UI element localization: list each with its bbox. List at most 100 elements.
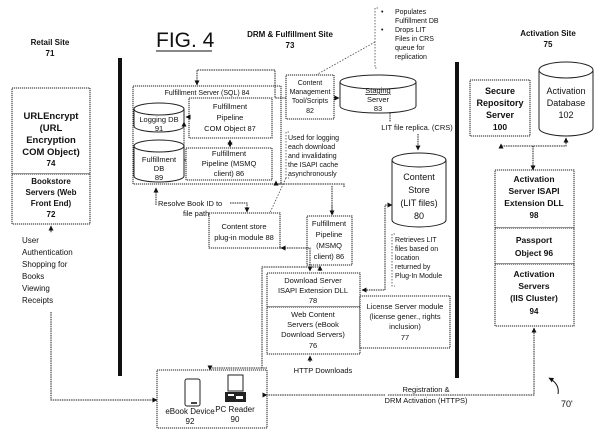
activation-registration-line bbox=[388, 327, 537, 396]
http-downloads-label: HTTP Downloads bbox=[294, 366, 353, 375]
svg-text:91: 91 bbox=[155, 124, 163, 133]
reference-label: 70' bbox=[561, 399, 573, 409]
svg-text:Activation: Activation bbox=[546, 86, 585, 96]
activation-site-header: Activation Site 75 bbox=[520, 29, 576, 49]
registration-label: Registration & DRM Activation (HTTPS) bbox=[385, 385, 468, 405]
svg-text:eBook Device: eBook Device bbox=[165, 407, 215, 416]
svg-text:file path: file path bbox=[183, 209, 209, 218]
svg-text:Download Server: Download Server bbox=[284, 276, 342, 285]
svg-text:Tool/Scripts: Tool/Scripts bbox=[292, 98, 329, 105]
fulfillment-pipeline-com-object: Fulfillment Pipeline COM Object 87 bbox=[188, 97, 273, 139]
svg-text:90: 90 bbox=[231, 415, 240, 424]
repo-db-connector bbox=[498, 137, 569, 149]
svg-text:queue for: queue for bbox=[395, 45, 425, 52]
urlencrypt-com-object: URLEncrypt (URL Encryption COM Object) 7… bbox=[11, 87, 91, 175]
svg-text:Web Content: Web Content bbox=[291, 310, 336, 319]
svg-text:Content: Content bbox=[298, 80, 323, 87]
svg-text:•: • bbox=[381, 9, 384, 16]
svg-text:DRM & Fulfillment Site: DRM & Fulfillment Site bbox=[247, 30, 333, 39]
fulfillment-db: Fulfillment DB 89 bbox=[133, 139, 185, 183]
svg-text:Pipeline: Pipeline bbox=[316, 230, 343, 239]
svg-text:Front End): Front End) bbox=[31, 199, 72, 208]
license-server-module: License Server module (license gener., r… bbox=[359, 295, 451, 349]
reference-arrow bbox=[548, 377, 559, 395]
svg-text:Object 96: Object 96 bbox=[515, 248, 554, 258]
activation-server-isapi: Activation Server ISAPI Extension DLL 98 bbox=[494, 169, 575, 229]
svg-text:DB: DB bbox=[154, 164, 164, 173]
svg-text:89: 89 bbox=[155, 173, 163, 182]
svg-text:82: 82 bbox=[306, 108, 314, 115]
svg-text:asynchronously: asynchronously bbox=[288, 171, 337, 178]
svg-text:Fulfillment: Fulfillment bbox=[212, 149, 247, 158]
fulfillment-pipeline-msmq-inner: Fulfillment Pipeline (MSMQ client) 86 bbox=[185, 147, 273, 181]
svg-text:Management: Management bbox=[290, 89, 331, 96]
svg-text:client) 86: client) 86 bbox=[314, 252, 344, 261]
svg-text:URLEncrypt: URLEncrypt bbox=[24, 111, 80, 122]
svg-text:Server ISAPI: Server ISAPI bbox=[508, 186, 559, 196]
download-to-clients-arrow bbox=[207, 365, 262, 371]
svg-text:Books: Books bbox=[22, 272, 44, 281]
svg-text:Drops LIT: Drops LIT bbox=[395, 27, 426, 34]
svg-text:Secure: Secure bbox=[485, 86, 515, 96]
svg-text:(LIT files): (LIT files) bbox=[400, 198, 437, 208]
svg-text:Shopping for: Shopping for bbox=[22, 260, 68, 269]
retail-site-header: Retail Site 71 bbox=[31, 38, 70, 58]
svg-text:75: 75 bbox=[544, 40, 553, 49]
svg-text:94: 94 bbox=[530, 307, 539, 316]
download-server-isapi: Download Server ISAPI Extension DLL 78 bbox=[266, 272, 361, 308]
svg-text:the ISAPI cache: the ISAPI cache bbox=[288, 162, 338, 169]
svg-text:77: 77 bbox=[401, 333, 409, 342]
svg-text:98: 98 bbox=[530, 211, 539, 220]
activation-servers-iis: Activation Servers (IIS Cluster) 94 bbox=[494, 263, 575, 327]
svg-text:and invalidating: and invalidating bbox=[288, 153, 337, 160]
logging-note-leader bbox=[261, 177, 287, 231]
pipeline-feedback-line bbox=[276, 183, 345, 187]
svg-text:72: 72 bbox=[47, 210, 56, 219]
svg-text:PC Reader: PC Reader bbox=[215, 405, 255, 414]
svg-text:Database: Database bbox=[547, 98, 586, 108]
svg-text:Bookstore: Bookstore bbox=[31, 177, 71, 186]
svg-text:Activation Site: Activation Site bbox=[520, 29, 576, 38]
svg-text:Viewing: Viewing bbox=[22, 284, 50, 293]
svg-text:76: 76 bbox=[309, 341, 317, 350]
svg-text:Content: Content bbox=[403, 172, 435, 182]
svg-text:ISAPI Extension DLL: ISAPI Extension DLL bbox=[278, 286, 348, 295]
user-activities-note: User Authentication Shopping for Books V… bbox=[22, 236, 73, 305]
svg-text:inclusion): inclusion) bbox=[389, 322, 421, 331]
svg-text:Server: Server bbox=[367, 95, 390, 104]
web-content-servers: Web Content Servers (eBook Download Serv… bbox=[266, 306, 361, 355]
svg-text:Activation: Activation bbox=[513, 174, 554, 184]
logging-note: Used for logging each download and inval… bbox=[285, 131, 339, 179]
svg-text:Fulfillment Server (SQL) 84: Fulfillment Server (SQL) 84 bbox=[165, 90, 250, 97]
fulfillment-pipeline-msmq: Fulfillment Pipeline (MSMQ client) 86 bbox=[306, 215, 353, 266]
download-loop-line bbox=[261, 266, 320, 369]
svg-text:Content store: Content store bbox=[221, 222, 266, 231]
svg-text:92: 92 bbox=[186, 417, 195, 426]
svg-text:Repository: Repository bbox=[476, 98, 523, 108]
svg-text:Retail Site: Retail Site bbox=[31, 38, 70, 47]
msmq-to-logging-arrow bbox=[181, 121, 187, 161]
svg-text:102: 102 bbox=[558, 110, 573, 120]
svg-text:Passport: Passport bbox=[516, 235, 553, 245]
svg-text:Encryption: Encryption bbox=[26, 135, 76, 146]
ebook-device-icon bbox=[184, 378, 201, 407]
svg-text:each download: each download bbox=[288, 144, 335, 151]
download-content-store-arrow bbox=[361, 202, 393, 293]
svg-text:files based on: files based on bbox=[395, 246, 438, 253]
svg-text:Receipts: Receipts bbox=[22, 296, 53, 305]
lit-replica-label: LIT file replica. (CRS) bbox=[381, 123, 453, 132]
populates-note: • Populates Fulfillment DB • Drops LIT F… bbox=[374, 7, 439, 69]
svg-text:Activation: Activation bbox=[513, 269, 554, 279]
content-store-plugin-module: Content store plug-in module 88 bbox=[208, 212, 281, 249]
drm-activation-divider bbox=[455, 62, 459, 378]
svg-text:Registration &: Registration & bbox=[402, 385, 449, 394]
svg-text:(URL: (URL bbox=[40, 123, 63, 134]
svg-text:returned by: returned by bbox=[395, 264, 431, 271]
svg-text:Populates: Populates bbox=[395, 9, 427, 16]
svg-text:COM Object): COM Object) bbox=[22, 147, 80, 158]
svg-text:License Server module: License Server module bbox=[367, 302, 444, 311]
svg-text:(license gener., rights: (license gener., rights bbox=[369, 312, 441, 321]
resolve-book-id-note: Resolve Book ID to file path bbox=[158, 199, 222, 218]
svg-text:client) 86: client) 86 bbox=[214, 169, 244, 178]
svg-text:Server: Server bbox=[486, 110, 515, 120]
